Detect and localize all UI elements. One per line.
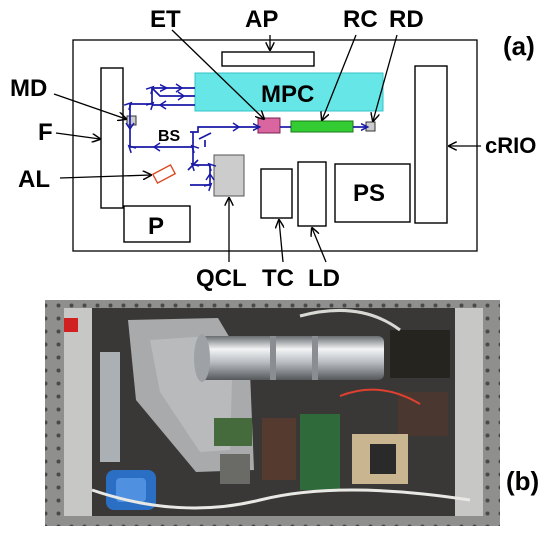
md-block <box>126 115 137 126</box>
f-block <box>100 67 124 209</box>
tc-block <box>260 168 293 219</box>
p-block <box>123 205 191 243</box>
label-bs: BS <box>158 128 181 145</box>
label-mpc: MPC <box>261 81 314 108</box>
label-p: P <box>148 213 164 240</box>
label-rd: RD <box>389 6 424 33</box>
ps-block <box>334 163 411 223</box>
label-rc: RC <box>343 6 378 33</box>
label-ps: PS <box>353 180 385 207</box>
ld-block <box>297 161 327 227</box>
beam-arrows <box>125 83 241 181</box>
leader-lines <box>53 29 481 263</box>
label-f: F <box>38 119 53 146</box>
label-ld: LD <box>308 265 340 292</box>
mpc-block <box>194 72 384 112</box>
crio-block <box>414 65 448 224</box>
label-crio: cRIO <box>485 133 536 158</box>
rd-block <box>365 121 376 132</box>
ap-block <box>221 51 315 67</box>
et-block <box>257 117 281 134</box>
qcl-block <box>213 154 245 197</box>
panel-a-tag: (a) <box>503 31 535 61</box>
instrument-photo <box>45 300 500 526</box>
label-al: AL <box>18 166 50 193</box>
label-qcl: QCL <box>196 265 247 292</box>
label-tc: TC <box>262 265 294 292</box>
panel-b-tag-box: (b) <box>500 462 550 498</box>
schematic-panel: ET AP RC RD (a) MD F AL BS MPC P PS cRIO… <box>10 6 536 292</box>
label-et: ET <box>150 6 181 33</box>
rc-block <box>290 120 354 133</box>
label-ap: AP <box>245 6 278 33</box>
label-md: MD <box>10 75 47 102</box>
panel-b-tag: (b) <box>506 466 539 496</box>
